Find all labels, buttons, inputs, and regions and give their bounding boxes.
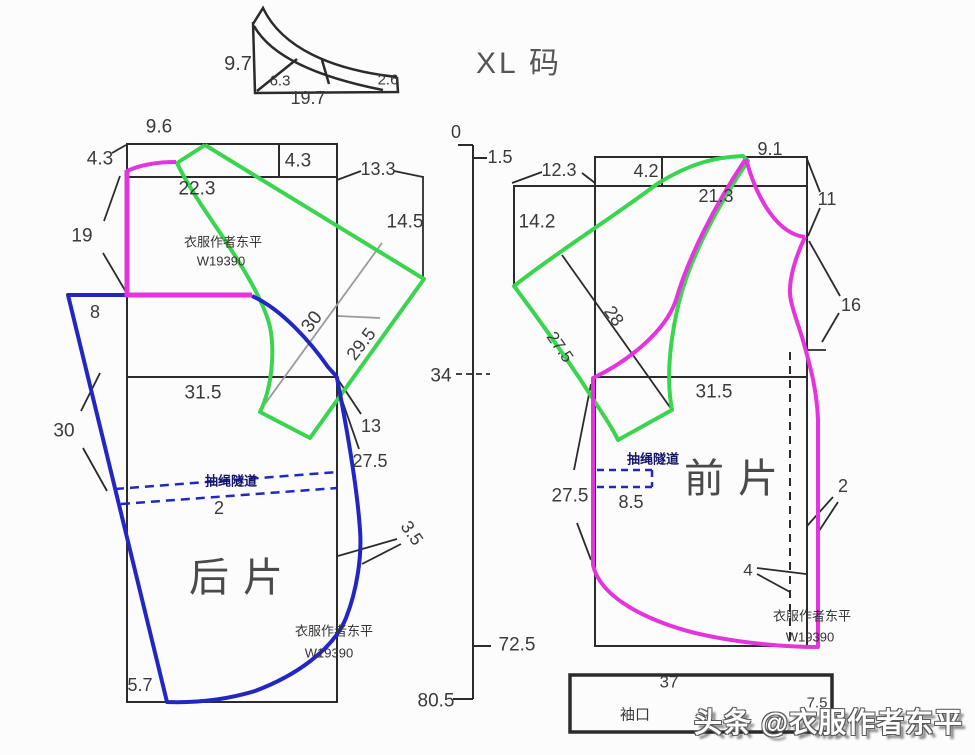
ruler-0-label: 0 [450, 122, 462, 142]
front-raglan-label: 21.3 [698, 186, 734, 206]
front-leader-lines [511, 158, 841, 593]
back-chest-width-label: 31.5 [184, 382, 222, 404]
front-piece-name: 前片 [684, 457, 792, 501]
back-tunnel-width-label: 2 [213, 498, 225, 518]
back-side-length-label: 27.5 [352, 451, 388, 471]
back-drawstring-tunnel-label: 抽绳隧道 [204, 473, 258, 489]
size-title: XL 码 [476, 47, 562, 80]
front-placket-label: 4 [743, 560, 753, 580]
cuff-box-outline [568, 673, 834, 734]
back-neck-and-center-magenta [124, 160, 252, 298]
ruler-80-5-label: 80.5 [417, 690, 455, 712]
back-watermark-bottom-line2: W19390 [304, 645, 354, 661]
collar-piece-outline [251, 5, 400, 95]
back-garment-outline-blue [66, 293, 363, 705]
ruler-1-5-label: 1.5 [487, 147, 513, 167]
back-shoulder-box-label: 4.3 [284, 150, 312, 172]
front-shoulder-box-label: 4.2 [633, 161, 659, 181]
collar-diagonal-label: 6.3 [269, 72, 291, 90]
back-sleeve-top-label: 13.3 [360, 159, 396, 179]
back-watermark-bottom-line1: 衣服作者东平 [294, 623, 374, 639]
back-sleeve-seam-green [175, 143, 426, 440]
back-raglan-label: 22.3 [178, 178, 216, 200]
back-side-offset-label: 8 [89, 302, 101, 322]
front-neck-depth-label: 11 [817, 189, 837, 209]
front-chest-width-label: 31.5 [695, 381, 733, 403]
back-watermark-top-line1: 衣服作者东平 [183, 234, 263, 250]
site-watermark: 头条 @衣服作者东平 [694, 707, 964, 738]
back-piece-name: 后片 [189, 556, 297, 600]
cuff-name-label: 袖口 [619, 706, 651, 724]
back-drawstring-tunnel-lines [114, 470, 339, 506]
front-sleeve-top-label: 12.3 [541, 160, 577, 180]
back-cb-upper-label: 19 [71, 225, 93, 247]
cuff-height-label: 7.5 [806, 694, 828, 712]
front-edge-label: 16 [840, 295, 862, 315]
collar-width-label: 19.7 [290, 88, 326, 108]
front-tunnel-width-label: 8.5 [618, 492, 644, 512]
front-sleeve-seam-green [512, 154, 750, 442]
collar-height-label: 9.7 [224, 53, 252, 75]
front-side-length-label: 27.5 [551, 485, 589, 507]
front-neck-width-label: 9.1 [757, 139, 783, 159]
front-drawstring-tunnel-label: 抽绳隧道 [626, 451, 680, 467]
back-neck-side-label: 4.3 [86, 148, 114, 170]
back-watermark-top-line2: W19390 [196, 253, 246, 269]
front-drawstring-tunnel-lines [597, 468, 654, 489]
front-watermark-line1: 衣服作者东平 [772, 608, 852, 624]
ruler-72-5-label: 72.5 [498, 634, 536, 656]
cuff-width-label: 37 [659, 672, 679, 692]
back-sleeve-measure-lines [261, 242, 383, 409]
back-hem-inset-label: 5.7 [127, 675, 153, 695]
front-garment-outline-magenta [591, 158, 820, 649]
ruler-34-label: 34 [430, 365, 452, 387]
collar-end-label: 2.6 [377, 71, 399, 89]
front-sleeve-side-label: 14.2 [518, 211, 556, 233]
back-side-seam-label: 30 [53, 420, 75, 442]
front-cf-extension-label: 2 [837, 476, 849, 496]
back-neck-width-label: 9.6 [145, 116, 173, 138]
front-watermark-line2: W19390 [785, 629, 835, 645]
length-ruler [453, 144, 491, 700]
back-underarm-label: 13 [360, 416, 382, 436]
back-sleeve-side-label: 14.5 [386, 211, 424, 233]
